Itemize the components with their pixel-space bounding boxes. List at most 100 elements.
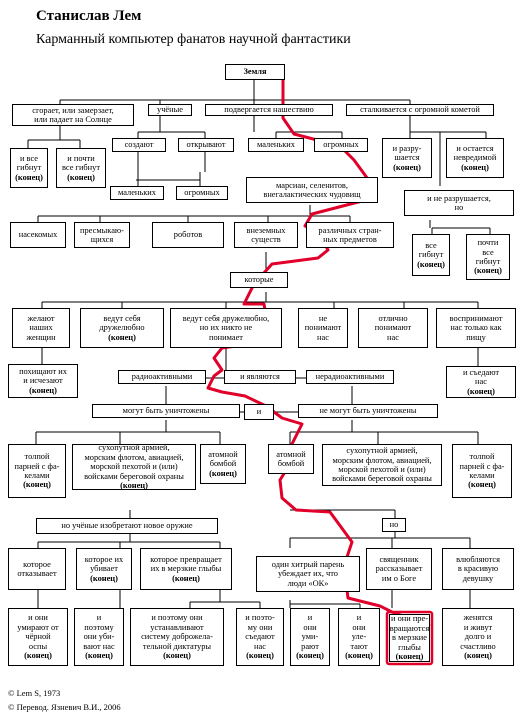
end-label: (конец) [246,651,274,661]
end-label: (конец) [163,651,191,661]
node-invasion: подвергается нашествию [205,104,333,116]
node-bomb-2: атомной бомбой [268,444,314,474]
node-huge-sci: огромных [176,186,228,200]
node-comet: сталкивается с огромной кометой [346,104,494,116]
end-label: (конец) [467,386,495,396]
node-and: и [244,404,274,420]
node-crowd-2-text: толпой парней с фа- келами [459,452,505,480]
node-priest: священник рассказывает им о Боге [366,548,432,590]
node-earth: Земля [225,64,285,80]
end-label: (конец) [468,480,496,490]
node-martians: марсиан, селенитов, внегалактических чуд… [246,177,378,203]
node-small-sci: маленьких [110,186,164,200]
diagram-subtitle: Карманный компьютер фанатов научной фант… [36,32,351,47]
end-label: (конец) [24,651,52,661]
node-create: создают [112,138,166,152]
node-turn-to-lumps: и они пре- вращаются в мерзкие глыбы (ко… [389,614,430,662]
node-kill-us: и поэтому они уби- вают нас (конец) [74,608,124,666]
node-insects: насекомых [10,222,66,248]
end-label: (конец) [29,385,57,395]
end-label: (конец) [464,651,492,661]
copyright-translation: © Перевод. Язневич В.И., 2006 [8,702,121,712]
end-label: (конец) [461,162,489,172]
node-remains: и остается невредимой (конец) [446,138,504,178]
node-army-1-text: сухопутной армией, морским флотом, авиац… [84,443,184,481]
node-friendly: ведут себя дружелюбно (конец) [80,308,164,348]
node-are: и являются [224,370,296,384]
node-kidnap-text: похищают их и исчезают [19,366,67,386]
node-almost-2: почти все гибнут (конец) [466,234,510,280]
node-lumps: которое превращает их в мерзкие глыбы (к… [140,548,232,590]
node-radioactive: радиоактивными [118,370,206,384]
node-not-destroyed: и не разрушается, но [404,190,514,216]
node-scientists: учёные [148,104,192,116]
end-label: (конец) [209,468,237,478]
node-destroyed: и разру- шается (конец) [382,138,432,178]
end-label: (конец) [120,481,148,491]
node-kidnap: похищают их и исчезают (конец) [8,364,78,398]
node-food: воспринимают нас только как пищу [436,308,516,348]
node-all-die-2-text: все гибнут [418,240,444,260]
node-fly-away-text: и они уле- тают [350,613,368,651]
node-dictatorship: и поэтому они устанавливают систему добр… [130,608,224,666]
end-label: (конец) [393,162,421,172]
end-label: (конец) [23,480,51,490]
node-cunning: один хитрый парень убеждает их, что люди… [256,556,360,592]
end-label: (конец) [67,172,95,182]
node-eat-text: и съедают нас [462,367,499,387]
node-marry: женятся и живут долго и счастливо (конец… [442,608,514,666]
node-crowd-1-text: толпой парней с фа- келами [14,452,60,480]
end-label: (конец) [395,652,424,662]
node-dictatorship-text: и поэтому они устанавливают систему добр… [141,613,213,651]
node-eat-us-text: и поэто- му они съедают нас [245,613,275,651]
node-women: желают наших женщин [12,308,70,348]
node-die: и они уми- рают (конец) [290,608,330,666]
node-discover: открывают [178,138,234,152]
node-but: но [382,518,406,532]
node-love: влюбляются в красивую девушку [442,548,514,590]
end-label: (конец) [15,172,43,182]
node-burn: сгорает, или замерзает, или падает на Со… [12,104,134,126]
node-die-text: и они уми- рают [301,613,319,651]
node-kills: которое их убивает (конец) [76,548,132,590]
node-plague: и они умирают от чёрной оспы (конец) [8,608,68,666]
end-label: (конец) [108,332,136,342]
node-all-die-1: и все гибнут (конец) [10,148,48,188]
node-small-inv: маленьких [248,138,304,152]
node-turn-to-lumps-text: и они пре- вращаются в мерзкие глыбы [389,614,430,652]
node-all-die-2: все гибнут (конец) [412,234,450,276]
node-remains-text: и остается невредимой [453,143,497,163]
node-marry-text: женятся и живут долго и счастливо [460,613,496,651]
copyright-original: © Lem S, 1973 [8,688,61,698]
node-plague-text: и они умирают от чёрной оспы [17,613,59,651]
end-label: (конец) [417,259,445,269]
node-which: которые [230,272,288,288]
end-label: (конец) [90,573,118,583]
node-new-weapon: но учёные изобретают новое оружие [36,518,218,534]
node-army-1: сухопутной армией, морским флотом, авиац… [72,443,196,491]
node-kill-us-text: и поэтому они уби- вают нас [83,613,115,651]
node-crowd-2: толпой парней с фа- келами (конец) [452,444,512,498]
node-bomb-1: атомной бомбой (конец) [200,444,246,484]
node-kills-text: которое их убивает [84,554,124,574]
node-huge-inv: огромных [314,138,368,152]
node-army-2: сухопутной армией, морским флотом, авиац… [322,444,442,486]
node-can-be-destroyed: могут быть уничтожены [92,404,240,418]
node-crowd-1: толпой парней с фа- келами (конец) [8,444,66,498]
node-aliens: внеземных существ [234,222,298,248]
node-refuses: которое отказывает [8,548,66,590]
node-eat-us: и поэто- му они съедают нас (конец) [236,608,284,666]
node-eat: и съедают нас (конец) [446,366,516,398]
author-title: Станислав Лем [36,8,142,24]
end-label: (конец) [85,651,113,661]
node-fly-away: и они уле- тают (конец) [338,608,380,666]
end-label: (конец) [296,651,324,661]
node-lumps-text: которое превращает их в мерзкие глыбы [150,554,222,574]
node-cannot-be-destroyed: не могут быть уничтожены [298,404,438,418]
node-understand: отлично понимают нас [358,308,428,348]
node-friendly-text: ведут себя дружелюбно [99,313,145,333]
node-almost-1: и почти все гибнут (конец) [56,148,106,188]
end-label: (конец) [474,266,502,276]
node-all-die-1-text: и все гибнут [16,153,42,173]
node-dont-understand: не понимают нас [298,308,348,348]
